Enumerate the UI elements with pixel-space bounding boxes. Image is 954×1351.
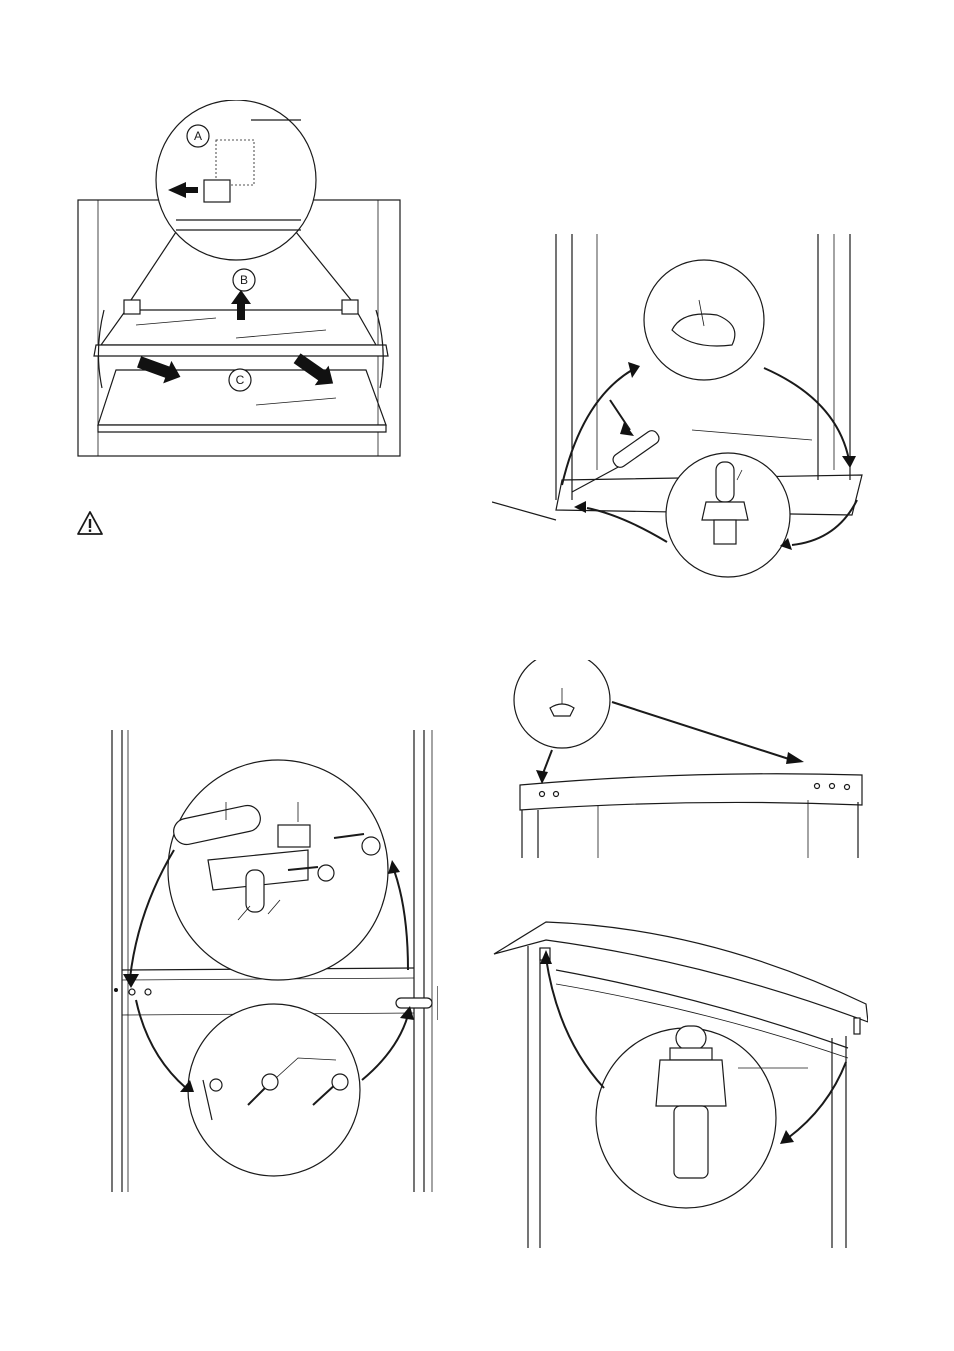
figure-bottom-hinge bbox=[492, 230, 872, 580]
figure-top-hinge bbox=[108, 730, 438, 1200]
callout-b: B bbox=[240, 273, 248, 287]
figure-top-cover-plug bbox=[512, 660, 872, 860]
callout-c: C bbox=[236, 373, 245, 387]
callout-a: A bbox=[194, 129, 202, 143]
figure-shelf-removal: A B C bbox=[76, 100, 406, 460]
figure-door-top-pin bbox=[488, 918, 868, 1252]
warning-triangle-icon bbox=[76, 510, 104, 536]
